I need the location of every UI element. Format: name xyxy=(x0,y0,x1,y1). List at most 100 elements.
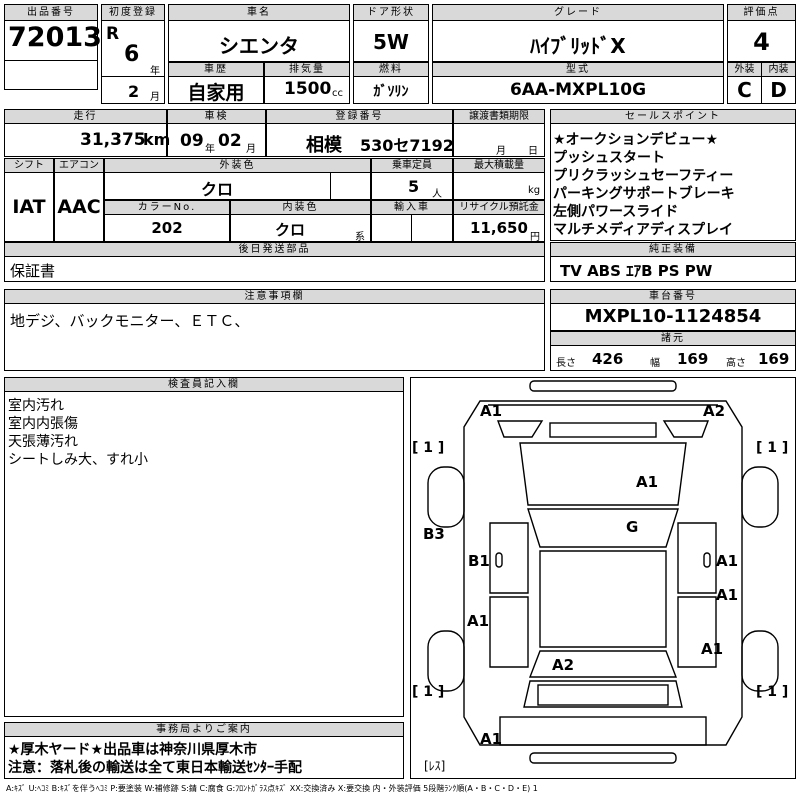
transfer-day-unit: 日 xyxy=(528,146,538,157)
height-label: 高さ xyxy=(726,358,746,369)
chassis-number: MXPL10-1124854 xyxy=(584,306,762,327)
tailgate xyxy=(523,680,683,708)
mileage-label: 走行 xyxy=(4,109,167,124)
reg-year: 6 xyxy=(124,42,140,67)
mark-right-rear-quarter: A1 xyxy=(701,640,724,658)
interior-color-box xyxy=(230,214,371,242)
mark-tire-rr: [ 1 ] xyxy=(756,684,789,700)
history-label: 車歴 xyxy=(168,62,264,77)
door-label: ドア形状 xyxy=(353,4,429,21)
mark-roof-rear: A2 xyxy=(552,656,575,674)
mark-left-rear-door: A1 xyxy=(467,612,490,630)
length-label: 長さ xyxy=(556,358,576,369)
transfer-label: 譲渡書類期限 xyxy=(453,109,545,124)
mark-right-rear-door: A1 xyxy=(716,586,739,604)
wheel-rr xyxy=(741,630,779,692)
reg-month-unit: 月 xyxy=(150,92,160,103)
recycle-box xyxy=(453,214,545,242)
sales-point: プッシュスタート xyxy=(553,150,665,166)
capacity: 5 xyxy=(408,177,420,196)
mark-tire-fr: [ 1 ] xyxy=(756,440,789,456)
rear-bumper-strip xyxy=(529,752,677,764)
hood xyxy=(519,442,687,506)
plate-label: 登録番号 xyxy=(266,109,453,124)
shift-box xyxy=(4,172,54,242)
carname-label: 車名 xyxy=(168,4,350,21)
right-rear-door xyxy=(677,596,717,668)
left-rear-door xyxy=(489,596,529,668)
history-box xyxy=(168,76,264,104)
model-box xyxy=(432,76,724,104)
sales-point: 左側パワースライド xyxy=(553,204,679,220)
reg-mid-divider xyxy=(101,76,165,77)
spare-area xyxy=(499,716,707,746)
left-front-door xyxy=(489,522,529,594)
reg-era: R xyxy=(106,24,120,44)
capacity-box xyxy=(371,172,453,200)
wheel-fr xyxy=(741,466,779,528)
car-diagram xyxy=(427,380,779,764)
import-box xyxy=(371,214,453,242)
height-value: 169 xyxy=(758,350,790,368)
diagram-box xyxy=(410,377,796,779)
recycle-label: リサイクル預託金 xyxy=(453,200,545,215)
reg-month: 2 xyxy=(128,82,140,101)
lot-number: 72013 xyxy=(8,22,102,53)
dimensions-box xyxy=(550,345,796,371)
sales-point: ★オークションデビュー★ xyxy=(553,132,719,148)
door-type: 5W xyxy=(373,30,409,54)
equipment-value: TV ABS ｴｱB PS PW xyxy=(560,262,713,280)
mark-hood: A1 xyxy=(636,473,659,491)
fuel-label: 燃料 xyxy=(353,62,429,77)
office-line2: 注意：落札後の輸送は全て東日本輸送ｾﾝﾀｰ手配 xyxy=(8,760,302,776)
color-no: 202 xyxy=(151,219,183,237)
inspector-label: 検査員記入欄 xyxy=(4,377,404,392)
color-label: 外装色 xyxy=(104,158,371,173)
wheel-rl xyxy=(427,630,465,692)
displacement-box xyxy=(264,76,350,104)
import-divider xyxy=(411,214,412,242)
transfer-month-unit: 月 xyxy=(496,146,506,157)
office-box xyxy=(4,736,404,779)
ext-score: C xyxy=(737,78,752,102)
right-front-door xyxy=(677,522,717,594)
displacement-label: 排気量 xyxy=(264,62,350,77)
ext-label: 外装 xyxy=(727,62,762,77)
load-label: 最大積載量 xyxy=(453,158,545,173)
equipment-box xyxy=(550,256,796,282)
later-parts-value: 保証書 xyxy=(10,262,56,280)
mark-front-left: A1 xyxy=(480,402,503,420)
mark-tire-rl: [ 1 ] xyxy=(412,684,445,700)
capacity-label: 乗車定員 xyxy=(371,158,453,173)
legend: A:ｷｽﾞ U:ﾍｺﾐ B:ｷｽﾞを伴うﾍｺﾐ P:要塗装 W:補修跡 S:錆 … xyxy=(6,784,538,793)
km-unit: km xyxy=(143,130,171,149)
import-label: 輸入車 xyxy=(371,200,453,215)
headlight-left xyxy=(496,420,544,438)
mileage-box xyxy=(4,123,167,157)
sales-point: マルチメディアディスプレイ xyxy=(553,222,734,238)
mark-windshield: G xyxy=(626,518,639,536)
later-parts-label: 後日発送部品 xyxy=(4,242,545,257)
color: クロ xyxy=(200,180,233,199)
rear-glass xyxy=(528,650,678,678)
inspector-line: 天張薄汚れ xyxy=(8,434,78,450)
sales-point: プリクラッシュセーフティー xyxy=(553,168,734,184)
grade-label: グレード xyxy=(432,4,724,21)
plate-region: 相模 xyxy=(306,135,342,156)
body-outline xyxy=(463,400,743,746)
color-no-label: カラーNo. xyxy=(104,200,230,215)
transfer-box xyxy=(453,123,545,157)
load-box xyxy=(453,172,545,200)
sales-points-box xyxy=(550,123,796,241)
model-label: 型式 xyxy=(432,62,724,77)
office-label: 事務局よりご案内 xyxy=(4,722,404,737)
mirror-right xyxy=(703,552,711,568)
equipment-label: 純正装備 xyxy=(550,242,796,257)
score-label: 評価点 xyxy=(727,4,796,21)
int-box xyxy=(761,76,796,104)
inspector-line: 室内汚れ xyxy=(8,398,64,414)
sales-points-label: セールスポイント xyxy=(550,109,796,124)
notes-box xyxy=(4,303,545,371)
ac: AAC xyxy=(57,196,101,218)
mark-front-right: A2 xyxy=(703,402,726,420)
